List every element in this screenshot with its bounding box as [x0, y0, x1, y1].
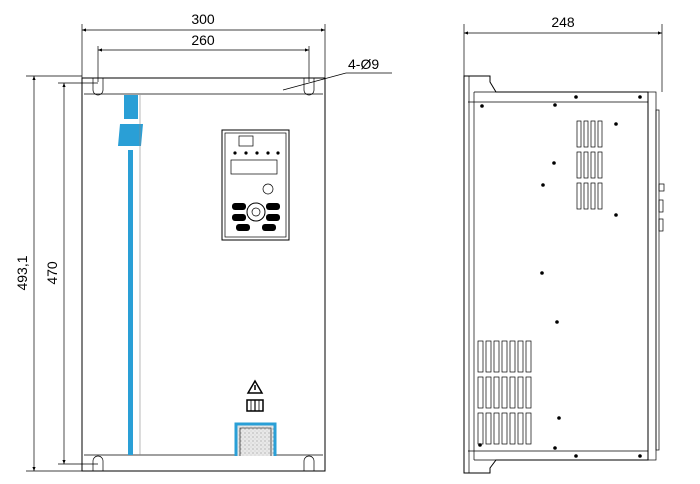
front-view: 300 260 493,1 470 4-Ø9	[14, 11, 392, 472]
side-front-cover	[647, 91, 657, 461]
dim-overall-height-label: 493,1	[14, 255, 30, 290]
dim-depth-label: 248	[551, 14, 575, 30]
keypad-key	[266, 214, 280, 221]
keypad-dial	[246, 202, 266, 222]
keypad-key	[236, 224, 250, 231]
holes-callout: 4-Ø9	[282, 56, 392, 91]
dim-overall-width-label: 300	[191, 11, 215, 27]
manual-book-icon	[246, 399, 264, 412]
brand-stripe	[118, 95, 143, 455]
keypad-key	[232, 203, 246, 210]
side-enclosure	[463, 75, 649, 474]
keypad-knob	[262, 183, 274, 195]
keypad-key	[232, 214, 246, 221]
dim-overall-height: 493,1	[14, 76, 36, 471]
cable-entry	[234, 422, 277, 456]
dim-hole-spacing-height: 470	[44, 83, 66, 464]
keypad	[221, 129, 290, 241]
keypad-display	[230, 159, 278, 175]
dim-hole-spacing-height-label: 470	[44, 261, 60, 285]
holes-callout-label: 4-Ø9	[348, 56, 379, 72]
dim-hole-spacing-width-label: 260	[191, 32, 215, 48]
keypad-key	[266, 203, 280, 210]
dim-overall-width: 300	[82, 11, 325, 32]
mounting-slot-bottom-right	[303, 455, 315, 471]
keypad-key	[262, 224, 276, 231]
dim-depth: 248	[464, 14, 662, 35]
mounting-slot-top-left	[92, 78, 104, 96]
mounting-slot-top-right	[303, 78, 315, 96]
side-view: 248	[463, 14, 665, 474]
front-enclosure	[81, 77, 326, 472]
dim-hole-spacing-width: 260	[98, 32, 309, 52]
status-leds	[233, 151, 280, 155]
side-screws	[478, 95, 642, 458]
warning-triangle-icon	[246, 379, 264, 394]
lower-vents	[477, 340, 532, 445]
upper-vents	[576, 120, 603, 210]
mounting-slot-bottom-left	[92, 455, 104, 471]
